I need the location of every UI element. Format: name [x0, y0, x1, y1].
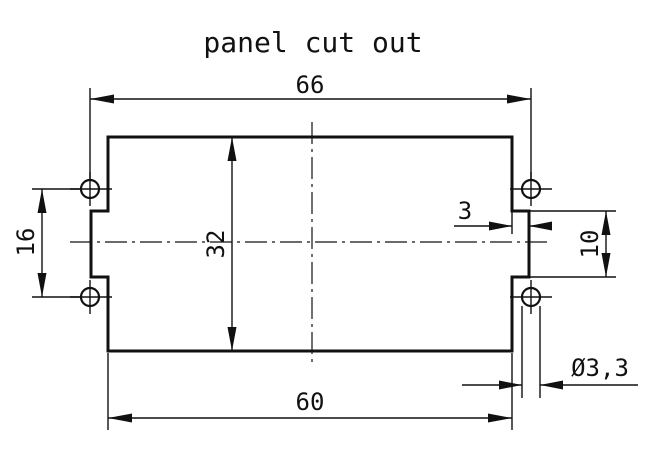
dimension-label-60: 60 [296, 388, 325, 416]
dimension-cutout-height: 32 [202, 137, 237, 351]
drawing-title: panel cut out [203, 26, 422, 59]
cutout-outline [89, 135, 531, 353]
dimension-label-66: 66 [296, 71, 325, 99]
dimension-hole-spacing: 16 [12, 188, 82, 298]
mounting-hole-bottom-right [510, 280, 552, 314]
dimension-label-16: 16 [12, 228, 40, 257]
dimension-label-10: 10 [576, 230, 604, 259]
dimension-label-diameter: Ø3,3 [571, 354, 629, 382]
dimension-notch-height: 10 [529, 210, 616, 278]
dimension-label-32: 32 [202, 230, 230, 259]
dimension-notch-depth: 3 [454, 197, 552, 234]
dimension-cutout-width: 60 [107, 353, 513, 430]
dimension-label-3: 3 [458, 197, 472, 225]
dimension-overall-width: 66 [89, 71, 532, 180]
dimension-hole-diameter: Ø3,3 [462, 306, 638, 398]
